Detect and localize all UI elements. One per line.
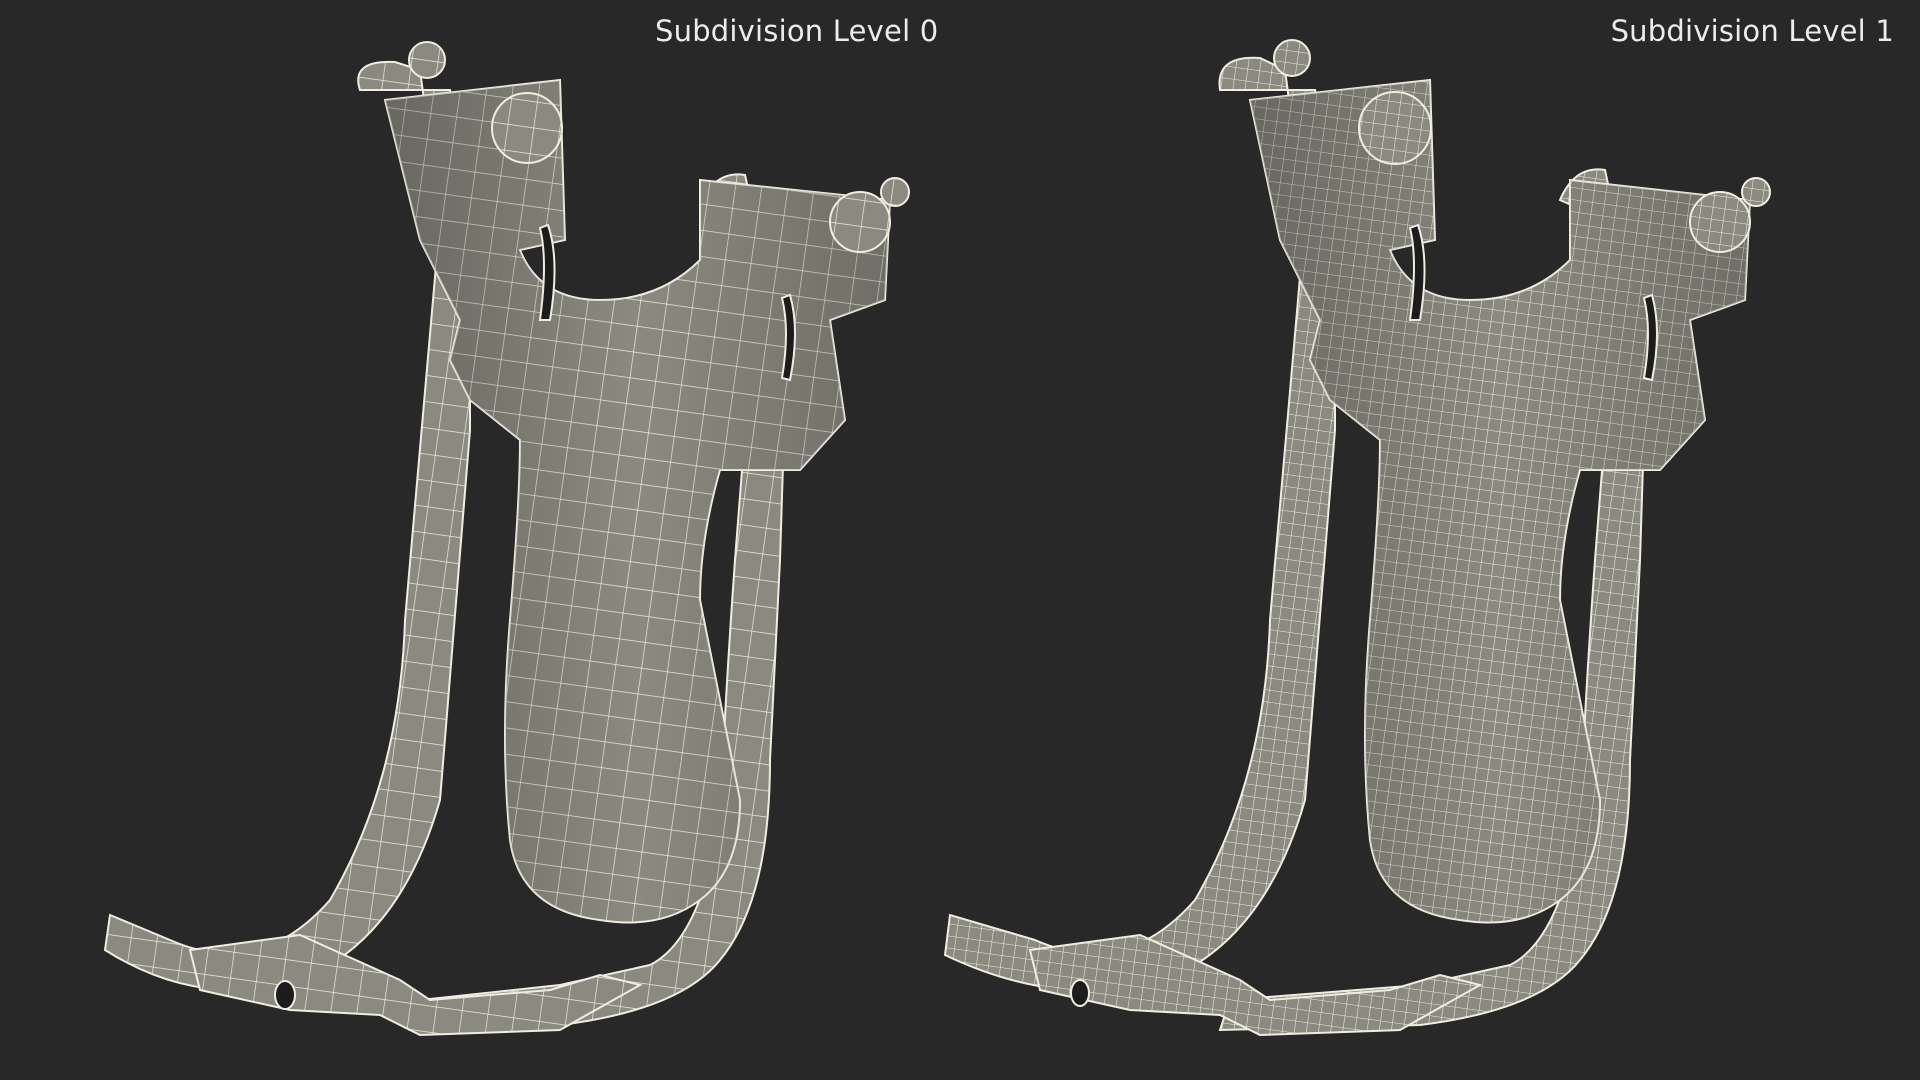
slingshot-mesh bbox=[943, 39, 1771, 1037]
slingshot-model-level-0 bbox=[103, 41, 910, 1037]
slingshot-model-level-1 bbox=[943, 39, 1771, 1037]
subdivision-level-1-label: Subdivision Level 1 bbox=[1610, 14, 1894, 48]
slingshot-mesh bbox=[103, 41, 910, 1037]
subdivision-level-0-label: Subdivision Level 0 bbox=[655, 14, 939, 48]
